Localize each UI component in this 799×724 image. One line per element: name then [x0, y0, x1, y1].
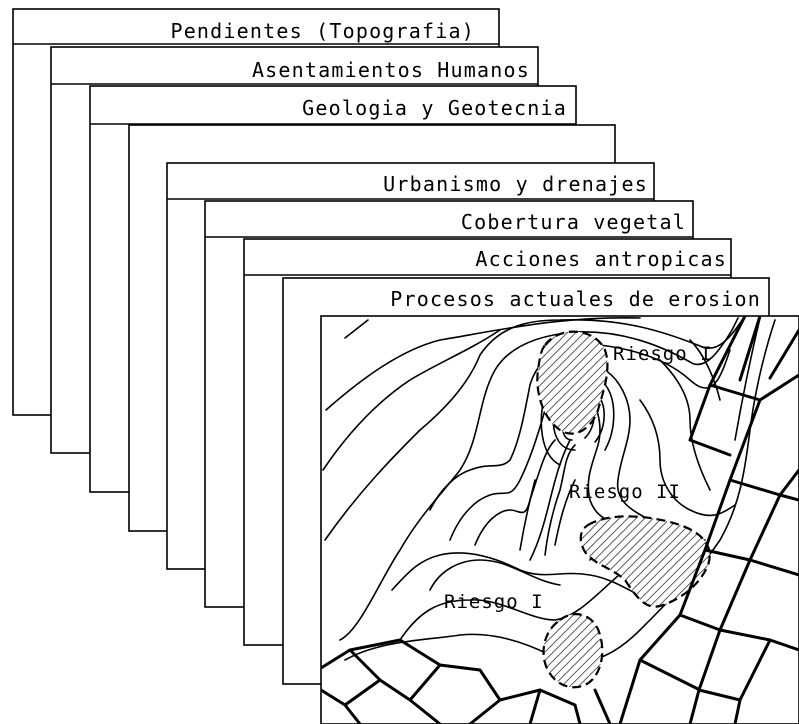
layer-label-urbanismo: Urbanismo y drenajes: [383, 172, 648, 196]
risk-label-bottom: Riesgo I: [444, 591, 544, 613]
risk-zone-bottom: [542, 613, 604, 689]
layer-label-pendientes: Pendientes (Topografia): [170, 19, 475, 43]
layer-label-acciones: Acciones antropicas: [475, 247, 727, 271]
street-grid: [321, 316, 799, 724]
risk-map: Riesgo I Riesgo II Riesgo I: [320, 315, 799, 724]
risk-zone-top: [536, 330, 609, 435]
risk-label-middle: Riesgo II: [569, 481, 681, 503]
layer-label-asentamientos: Asentamientos Humanos: [252, 58, 530, 82]
risk-zone-middle: [579, 515, 711, 608]
layer-label-procesos: Procesos actuales de erosion: [390, 287, 761, 311]
risk-label-top: Riesgo I: [613, 343, 713, 365]
layer-label-geologia: Geologia y Geotecnia: [302, 96, 567, 120]
layer-label-cobertura: Cobertura vegetal: [461, 210, 686, 234]
